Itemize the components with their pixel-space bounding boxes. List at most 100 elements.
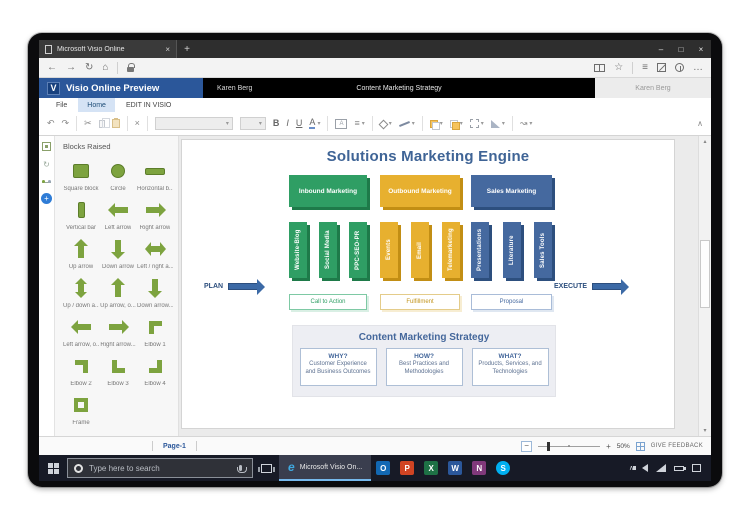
font-size-select[interactable]: ▾	[239, 117, 266, 130]
box-proposal[interactable]: Proposal	[471, 294, 552, 310]
bar-ppc-seo-pr[interactable]: PPC-SEO-PR	[349, 222, 367, 278]
browser-tab[interactable]: Microsoft Visio Online ×	[39, 40, 177, 58]
bar-social-media[interactable]: Social Media	[319, 222, 337, 278]
redo-button[interactable]: ↷	[61, 118, 70, 128]
shape-right-arrow[interactable]: Right arrow	[137, 195, 173, 231]
back-button[interactable]: ←	[47, 61, 57, 73]
strategy-box-what[interactable]: WHAT? Products, Services, and Technologi…	[471, 348, 549, 386]
shape-elbow-3[interactable]: Elbow 3	[100, 351, 136, 387]
copy-button[interactable]	[98, 117, 110, 128]
bar-events[interactable]: Events	[380, 222, 398, 278]
shape-up-arrow-open[interactable]: Up arrow, o...	[100, 273, 136, 309]
give-feedback-link[interactable]: GIVE FEEDBACK	[650, 443, 703, 449]
collapse-ribbon-button[interactable]: ∧	[697, 119, 703, 128]
bar-presentations[interactable]: Presentations	[471, 222, 489, 278]
shape-elbow-4[interactable]: Elbow 4	[137, 351, 173, 387]
bar-telemarketing[interactable]: Telemarketing	[442, 222, 460, 278]
strategy-box-why[interactable]: WHY? Customer Experience and Business Ou…	[299, 348, 377, 386]
scroll-down-icon[interactable]: ▾	[703, 428, 707, 434]
refresh-shapes-icon[interactable]: ↻	[43, 160, 50, 169]
zoom-out-button[interactable]: −	[521, 440, 533, 452]
drawing-canvas[interactable]: Solutions Marketing Engine Inbound Marke…	[179, 136, 711, 436]
volume-icon[interactable]	[633, 464, 648, 472]
box-call-to-action[interactable]: Call to Action	[289, 294, 367, 310]
tab-file[interactable]: File	[56, 101, 68, 109]
line-color-button[interactable]: ▾	[399, 119, 415, 128]
wifi-icon[interactable]	[656, 464, 666, 472]
add-shapes-icon[interactable]: +	[41, 193, 52, 204]
connectors-button[interactable]: ↝▾	[520, 119, 533, 128]
drawing-page[interactable]: Solutions Marketing Engine Inbound Marke…	[181, 139, 675, 429]
scroll-up-icon[interactable]: ▴	[703, 139, 707, 145]
font-color-button[interactable]: A▾	[309, 118, 320, 129]
favorites-star-icon[interactable]: ☆	[614, 61, 624, 73]
refresh-button[interactable]: ↻	[85, 61, 94, 73]
shape-horizontal-bar[interactable]: Horizontal b...	[137, 156, 173, 192]
text-block-button[interactable]: A	[335, 118, 348, 129]
zoom-level[interactable]: 50%	[616, 442, 630, 450]
shape-square-block[interactable]: Square block	[63, 156, 99, 192]
account-area[interactable]: Karen Berg	[595, 78, 711, 98]
shape-left-arrow[interactable]: Left arrow	[100, 195, 136, 231]
shape-elbow-1[interactable]: Elbow 1	[137, 312, 173, 348]
shape-left-arrow-open[interactable]: Left arrow, o...	[63, 312, 99, 348]
page-tab[interactable]: Page-1	[163, 442, 186, 450]
underline-button[interactable]: U	[295, 118, 303, 128]
fill-color-button[interactable]: ▾	[378, 119, 392, 130]
shape-circle[interactable]: Circle	[100, 156, 136, 192]
taskbar-outlook-button[interactable]: O	[371, 455, 395, 481]
maximize-button[interactable]: □	[678, 44, 684, 54]
action-center-icon[interactable]	[692, 464, 701, 472]
taskbar-excel-button[interactable]: X	[419, 455, 443, 481]
paragraph-button[interactable]: ≡▾	[354, 119, 364, 128]
taskbar-skype-button[interactable]: S	[491, 455, 515, 481]
minimize-button[interactable]: –	[658, 44, 664, 54]
vertical-scrollbar[interactable]: ▴ ▾	[698, 136, 711, 436]
forward-button[interactable]: →	[66, 61, 76, 73]
reading-view-icon[interactable]	[594, 63, 606, 72]
tab-close-icon[interactable]: ×	[165, 44, 170, 54]
new-tab-button[interactable]: +	[184, 43, 190, 55]
web-note-icon[interactable]	[657, 63, 666, 72]
shape-vertical-bar[interactable]: Vertical bar	[63, 195, 99, 231]
fit-page-icon[interactable]	[635, 441, 645, 451]
shape-down-arrow-open[interactable]: Down arrow...	[137, 273, 173, 309]
undo-button[interactable]: ↶	[47, 118, 55, 128]
hub-icon[interactable]: ≡	[642, 61, 648, 73]
scrollbar-thumb[interactable]	[700, 240, 710, 308]
strategy-box-how[interactable]: HOW? Best Practices and Methodologies	[385, 348, 463, 386]
task-view-button[interactable]	[253, 455, 279, 481]
align-button[interactable]: ▾	[490, 119, 505, 128]
shape-frame[interactable]: Frame	[63, 390, 99, 426]
send-backward-button[interactable]: ▾	[449, 119, 463, 130]
shape-left-right-arrow[interactable]: Left / right a...	[137, 234, 173, 270]
group-button[interactable]: ▾	[469, 119, 484, 128]
start-button[interactable]	[39, 455, 67, 481]
shape-elbow-2[interactable]: Elbow 2	[63, 351, 99, 387]
home-button[interactable]: ⌂	[102, 61, 109, 73]
block-outbound-marketing[interactable]: Outbound Marketing	[380, 175, 460, 207]
battery-icon[interactable]	[674, 465, 686, 471]
font-family-select[interactable]: ▾	[154, 117, 233, 130]
shape-up-down-arrow[interactable]: Up / down a...	[63, 273, 99, 309]
bring-forward-button[interactable]: ▾	[429, 119, 443, 130]
bar-website-blog[interactable]: Website-Blog	[289, 222, 307, 278]
tray-chevron-icon[interactable]: ∧	[628, 465, 634, 472]
shapes-stencil-icon[interactable]	[42, 142, 51, 151]
zoom-slider-thumb[interactable]	[547, 441, 551, 451]
strategy-panel[interactable]: Content Marketing Strategy WHY? Customer…	[292, 325, 556, 397]
cut-button[interactable]: ✂	[84, 118, 92, 128]
bar-literature[interactable]: Literature	[502, 222, 521, 278]
italic-button[interactable]: I	[286, 118, 289, 128]
delete-button[interactable]: ×	[134, 118, 140, 128]
taskbar-onenote-button[interactable]: N	[467, 455, 491, 481]
block-sales-marketing[interactable]: Sales Marketing	[471, 175, 552, 207]
box-fulfillment[interactable]: Fulfillment	[380, 294, 460, 310]
close-button[interactable]: ×	[698, 44, 704, 54]
microphone-icon[interactable]	[236, 465, 247, 473]
zoom-slider[interactable]	[538, 441, 601, 452]
shape-right-arrow-open[interactable]: Right arrow...	[100, 312, 136, 348]
share-icon[interactable]	[675, 63, 684, 72]
taskbar-edge-button[interactable]: e Microsoft Visio On...	[279, 455, 372, 481]
zoom-in-button[interactable]: +	[606, 441, 611, 451]
